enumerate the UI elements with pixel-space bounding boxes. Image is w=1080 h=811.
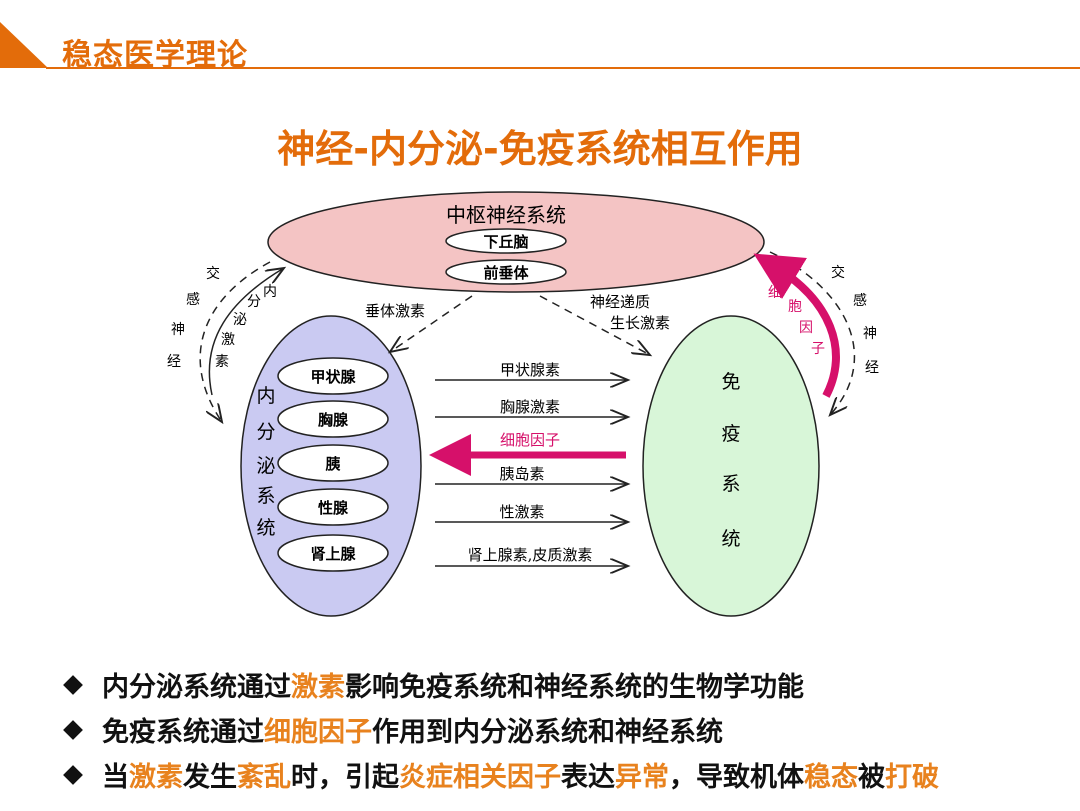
hormone-label: 肾上腺素,皮质激素 — [468, 546, 593, 564]
bullet-text: 作用到内分泌系统和神经系统 — [372, 717, 723, 748]
neurotransmitter-arrow — [539, 295, 650, 355]
anterior-pituitary-ellipse — [445, 259, 567, 285]
bullet-item: 免疫系统通过细胞因子作用到内分泌系统和神经系统 — [60, 707, 939, 752]
immune-label-char: 统 — [721, 528, 740, 550]
highlighted-text: 打破 — [885, 762, 939, 793]
bullet-text: 被 — [858, 762, 885, 793]
left-outer-char: 神 — [171, 322, 185, 338]
left-inner-char: 激 — [221, 331, 235, 348]
bullet-item: 内分泌系统通过激素影响免疫系统和神经系统的生物学功能 — [60, 662, 939, 707]
right-inner-char: 细 — [768, 285, 782, 301]
immune-ellipse — [642, 315, 820, 617]
gland-ellipse — [277, 357, 389, 395]
endocrine-hormone-arrow — [208, 268, 284, 396]
page-title: 神经-内分泌-免疫系统相互作用 — [277, 127, 803, 171]
neurotransmitter-label: 神经递质 — [590, 293, 650, 311]
left-outer-char: 交 — [206, 265, 220, 282]
left-inner-char: 泌 — [233, 312, 247, 328]
gland-ellipse — [277, 444, 389, 482]
sympathetic-nerve-left-arrow — [199, 261, 271, 422]
bullet-text: 发生 — [183, 762, 237, 793]
bullet-text: 影响免疫系统和神经系统的生物学功能 — [345, 672, 804, 703]
gland-ellipse — [277, 488, 389, 526]
bullet-text: 当 — [102, 762, 129, 793]
immune-label-char: 疫 — [721, 423, 740, 445]
highlighted-text: 异常 — [615, 762, 669, 793]
endocrine-label-char: 泌 — [256, 455, 275, 477]
right-outer-char: 经 — [865, 360, 879, 376]
gland-ellipse — [277, 400, 389, 438]
gland-label-adrenal: 肾上腺 — [310, 545, 356, 563]
hormone-label: 性激素 — [499, 503, 544, 521]
bullet-text: 免疫系统通过 — [102, 717, 264, 748]
diamond-bullet-icon — [63, 764, 83, 785]
bullet-item: 当激素发生紊乱时，引起炎症相关因子表达异常，导致机体稳态被打破 — [60, 752, 939, 797]
right-outer-char: 交 — [831, 264, 845, 281]
diamond-bullet-icon — [63, 674, 83, 695]
header-accent-shape — [0, 22, 48, 68]
highlighted-text: 炎症相关因子 — [399, 762, 561, 793]
cns-label: 中枢神经系统 — [446, 203, 566, 227]
hypothalamus-label: 下丘脑 — [483, 233, 528, 251]
bullet-text: ，导致机体 — [669, 762, 804, 793]
right-inner-char: 子 — [811, 341, 825, 357]
hormone-label: 细胞因子 — [500, 431, 560, 449]
bullet-text: 表达 — [561, 762, 615, 793]
bullet-text: 时，引起 — [291, 762, 399, 793]
bullet-text: 内分泌系统通过 — [102, 672, 291, 703]
hormone-label: 胸腺激素 — [500, 398, 560, 416]
left-outer-char: 经 — [167, 354, 181, 370]
pituitary-hormone-label: 垂体激素 — [365, 302, 425, 320]
hypothalamus-ellipse — [445, 228, 567, 254]
hormone-label: 甲状腺素 — [500, 361, 560, 379]
right-outer-char: 神 — [863, 326, 877, 342]
highlighted-text: 细胞因子 — [264, 717, 372, 748]
immune-label-char: 免 — [721, 371, 740, 393]
endocrine-label-char: 统 — [256, 517, 275, 539]
growth-hormone-label: 生长激素 — [610, 314, 670, 332]
endocrine-label-char: 系 — [256, 485, 275, 507]
left-inner-char: 分 — [247, 294, 261, 310]
right-outer-char: 感 — [853, 292, 867, 309]
hormone-label: 胰岛素 — [499, 465, 544, 483]
gland-label-thymus: 胸腺 — [318, 411, 349, 429]
left-outer-char: 感 — [186, 291, 200, 308]
right-inner-char: 因 — [799, 320, 813, 336]
cytokine-to-cns-arrow — [753, 253, 840, 398]
gland-label-thyroid: 甲状腺 — [310, 368, 356, 386]
anterior-pituitary-label: 前垂体 — [483, 264, 529, 282]
highlighted-text: 紊乱 — [237, 762, 291, 793]
highlighted-text: 激素 — [129, 762, 183, 793]
highlighted-text: 稳态 — [804, 762, 858, 793]
immune-label-char: 系 — [721, 473, 740, 495]
left-inner-char: 素 — [215, 354, 229, 370]
gland-label-gonad: 性腺 — [318, 499, 349, 517]
endocrine-label-char: 分 — [256, 421, 275, 443]
highlighted-text: 激素 — [291, 672, 345, 703]
gland-label-pancreas: 胰 — [325, 455, 340, 473]
pituitary-hormone-arrow — [390, 295, 473, 352]
bullet-list: 内分泌系统通过激素影响免疫系统和神经系统的生物学功能免疫系统通过细胞因子作用到内… — [60, 662, 939, 797]
diamond-bullet-icon — [63, 719, 83, 740]
gland-ellipse — [277, 534, 389, 572]
endocrine-label-char: 内 — [256, 385, 275, 407]
header-divider — [46, 67, 1080, 69]
left-inner-char: 内 — [263, 284, 277, 300]
right-inner-char: 胞 — [788, 299, 802, 315]
